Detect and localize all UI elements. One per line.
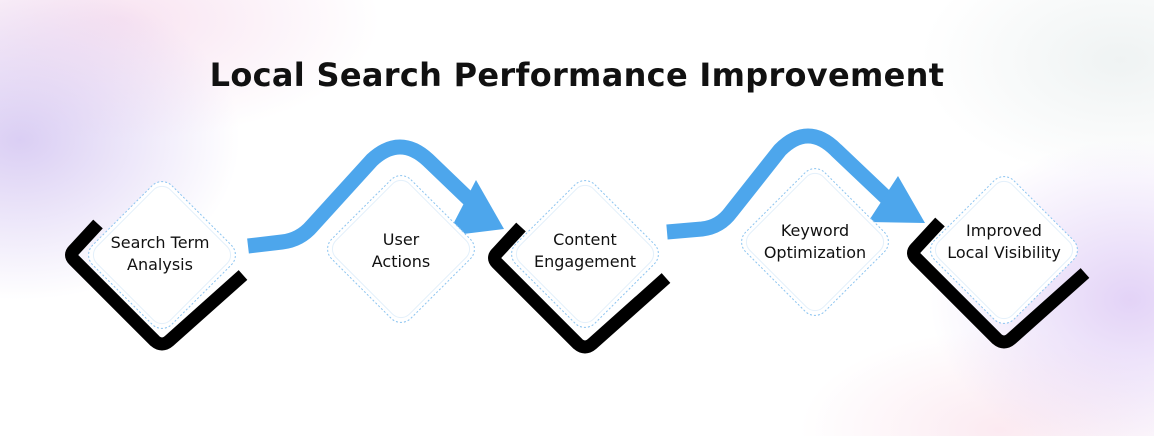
flow-arrow-1	[247, 139, 504, 254]
flow-arrow-2	[666, 128, 925, 240]
diagram-title: Local Search Performance Improvement	[209, 56, 945, 94]
